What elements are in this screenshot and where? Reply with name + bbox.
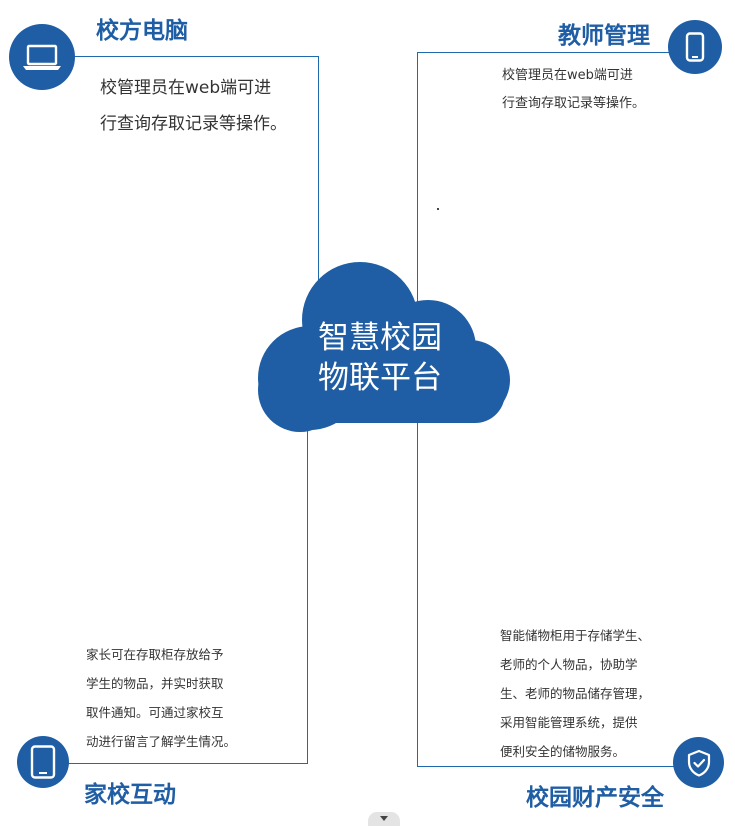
top-left-desc-line: 行查询存取记录等操作。 — [100, 114, 287, 134]
connector-top-right-horizontal — [417, 52, 690, 53]
tablet-icon — [30, 745, 56, 779]
caret-down-icon — [380, 816, 388, 821]
top-left-desc: 校管理员在web端可进 行查询存取记录等操作。 — [100, 70, 287, 142]
bottom-left-desc-line: 家长可在存取柜存放给予 — [86, 647, 224, 662]
center-title: 智慧校园 物联平台 — [300, 318, 460, 398]
bottom-left-desc: 家长可在存取柜存放给予 学生的物品，并实时获取 取件通知。可通过家校互 动进行留… — [86, 640, 236, 756]
mobile-phone-icon — [685, 32, 705, 62]
connector-bottom-right-horizontal — [417, 766, 679, 767]
bottom-left-title: 家校互动 — [84, 782, 176, 808]
top-left-icon-circle — [9, 24, 75, 90]
top-right-title: 教师管理 — [558, 23, 650, 49]
center-title-line2: 物联平台 — [318, 360, 442, 396]
top-right-icon-circle — [668, 20, 722, 74]
top-left-desc-line: 校管理员在web端可进 — [100, 78, 272, 98]
bottom-right-title: 校园财产安全 — [526, 785, 664, 811]
connector-top-left-vertical — [318, 56, 319, 300]
connector-bottom-right-vertical — [417, 420, 418, 767]
bottom-right-desc-line: 老师的个人物品，协助学 — [500, 657, 638, 672]
top-right-desc: 校管理员在web端可进 行查询存取记录等操作。 — [502, 62, 645, 118]
bottom-right-desc-line: 采用智能管理系统，提供 — [500, 715, 638, 730]
bottom-right-desc-line: 便利安全的储物服务。 — [500, 744, 626, 759]
connector-bottom-left-vertical — [307, 420, 308, 763]
bottom-left-desc-line: 学生的物品，并实时获取 — [86, 676, 224, 691]
bottom-left-desc-line: 取件通知。可通过家校互 — [86, 705, 224, 720]
bottom-right-desc-line: 智能储物柜用于存储学生、 — [500, 628, 651, 643]
connector-top-left-horizontal — [65, 56, 319, 57]
bottom-right-desc-line: 生、老师的物品储存管理， — [500, 686, 651, 701]
scroll-down-button[interactable] — [368, 812, 400, 826]
top-left-title: 校方电脑 — [96, 18, 188, 44]
top-right-desc-line: 校管理员在web端可进 — [502, 68, 633, 83]
connector-bottom-left-horizontal — [60, 763, 308, 764]
stray-dot — [437, 208, 439, 210]
bottom-left-icon-circle — [17, 736, 69, 788]
bottom-right-desc: 智能储物柜用于存储学生、 老师的个人物品，协助学 生、老师的物品储存管理， 采用… — [500, 621, 650, 766]
bottom-right-icon-circle — [673, 737, 724, 788]
shield-check-icon — [687, 749, 710, 777]
connector-top-right-vertical — [417, 52, 418, 310]
center-title-line1: 智慧校园 — [318, 320, 442, 356]
laptop-icon — [23, 44, 61, 70]
top-right-desc-line: 行查询存取记录等操作。 — [502, 96, 646, 111]
bottom-left-desc-line: 动进行留言了解学生情况。 — [86, 734, 237, 749]
